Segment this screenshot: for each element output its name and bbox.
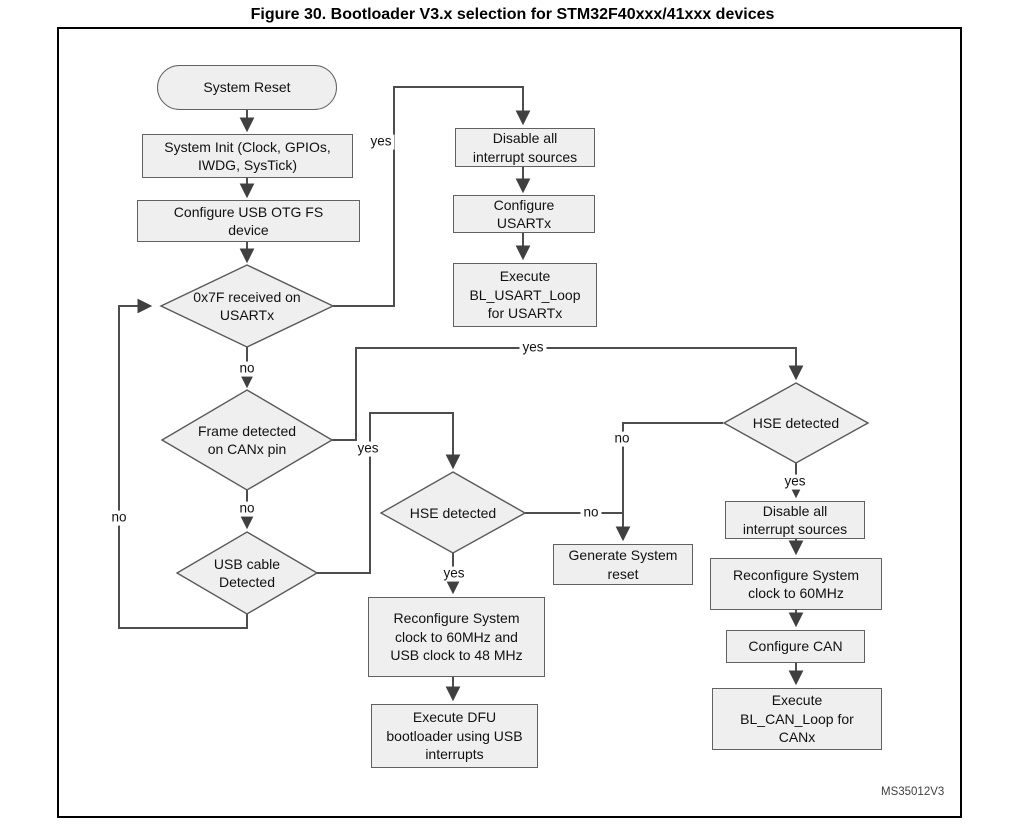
figure-border bbox=[57, 27, 962, 818]
connector-framecheck-yes bbox=[332, 347, 804, 441]
edge-label-hse-usb-yes: yes bbox=[440, 566, 468, 582]
node-usb-cable-check: USB cable Detected bbox=[213, 555, 281, 590]
figure-title: Figure 30. Bootloader V3.x selection for… bbox=[250, 6, 775, 23]
edge-label-hse-can-no: no bbox=[611, 431, 633, 447]
shape-hse-can-diamond bbox=[722, 382, 870, 464]
edge-label-frame-yes: yes bbox=[519, 340, 547, 356]
node-reconfigure-clock-can: Reconfigure System clock to 60MHz bbox=[710, 558, 882, 610]
node-system-init: System Init (Clock, GPIOs, IWDG, SysTick… bbox=[142, 134, 353, 178]
shape-usart-check-diamond bbox=[159, 264, 335, 348]
node-hse-check-can: HSE detected bbox=[752, 414, 840, 431]
node-generate-reset: Generate System reset bbox=[553, 544, 693, 585]
node-disable-interrupts-can: Disable all interrupt sources bbox=[725, 501, 865, 539]
connector-usartcheck-yes bbox=[333, 86, 531, 307]
edge-label-usb-yes: yes bbox=[354, 441, 382, 457]
node-disable-interrupts-usart: Disable all interrupt sources bbox=[455, 128, 595, 167]
node-configure-usart: Configure USARTx bbox=[453, 195, 595, 233]
shape-frame-check-diamond bbox=[160, 389, 334, 491]
node-hse-check-usb: HSE detected bbox=[409, 504, 497, 521]
shape-usb-cable-diamond bbox=[175, 531, 319, 615]
edge-label-frame-no: no bbox=[236, 501, 258, 517]
node-reconfigure-clock-usb: Reconfigure System clock to 60MHz and US… bbox=[368, 597, 545, 677]
figure-watermark: MS35012V3 bbox=[881, 786, 945, 798]
node-execute-dfu: Execute DFU bootloader using USB interru… bbox=[371, 704, 538, 768]
node-configure-usb-otg: Configure USB OTG FS device bbox=[137, 200, 360, 242]
node-configure-can: Configure CAN bbox=[726, 630, 865, 663]
connector-hsecan-no bbox=[615, 422, 723, 542]
node-execute-can-loop: Execute BL_CAN_Loop for CANx bbox=[712, 688, 882, 750]
edge-label-hse-usb-no: no bbox=[580, 505, 602, 521]
edge-label-hse-can-yes: yes bbox=[781, 474, 809, 490]
shape-hse-usb-diamond bbox=[379, 471, 527, 554]
connector-usbcable-no-loop bbox=[118, 298, 248, 629]
edge-label-usb-no: no bbox=[108, 510, 130, 526]
node-execute-usart-loop: Execute BL_USART_Loop for USARTx bbox=[453, 263, 597, 327]
edge-label-usart-no: no bbox=[236, 361, 258, 377]
node-frame-check: Frame detected on CANx pin bbox=[197, 422, 297, 457]
node-system-reset: System Reset bbox=[157, 65, 337, 110]
edge-label-usart-yes: yes bbox=[367, 134, 395, 150]
node-usart-check: 0x7F received on USARTx bbox=[193, 288, 301, 323]
connector-usbcable-yes bbox=[315, 412, 461, 574]
